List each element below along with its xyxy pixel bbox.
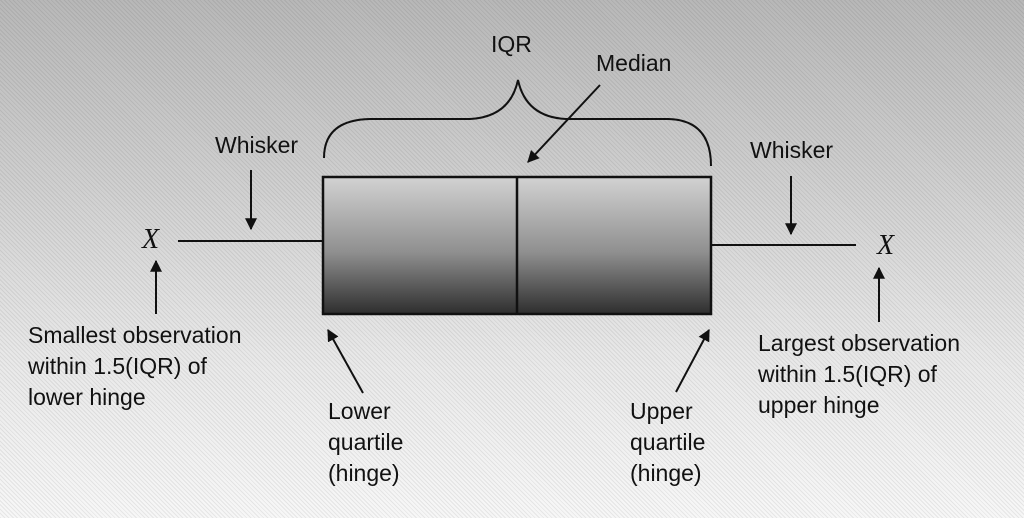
lower-quartile-arrow [327,328,364,394]
largest-observation-label: Largest observation within 1.5(IQR) of u… [758,328,960,421]
left-outlier-x: X [142,224,160,255]
upper-quartile-line-2: quartile [630,429,706,455]
right-whisker-label: Whisker [750,137,834,163]
right-outlier-x: X [877,230,895,261]
iqr-brace [323,79,712,167]
lower-quartile-line-3: (hinge) [328,460,400,486]
lower-quartile-line-1: Lower [328,398,391,424]
smallest-line-1: Smallest observation [28,322,242,348]
smallest-observation-label: Smallest observation within 1.5(IQR) of … [28,320,242,413]
largest-line-2: within 1.5(IQR) of [758,361,937,387]
median-arrow [527,84,601,163]
smallest-line-2: within 1.5(IQR) of [28,353,207,379]
smallest-line-3: lower hinge [28,384,146,410]
lower-quartile-line-2: quartile [328,429,404,455]
largest-line-1: Largest observation [758,330,961,356]
largest-line-3: upper hinge [758,392,880,418]
upper-quartile-line-3: (hinge) [630,460,702,486]
median-label: Median [596,50,672,76]
iqr-label: IQR [491,31,532,57]
left-whisker-label: Whisker [215,132,299,158]
lower-quartile-label: Lower quartile (hinge) [328,396,403,489]
upper-quartile-arrow [675,328,710,393]
upper-quartile-label: Upper quartile (hinge) [630,396,705,489]
upper-quartile-line-1: Upper [630,398,693,424]
